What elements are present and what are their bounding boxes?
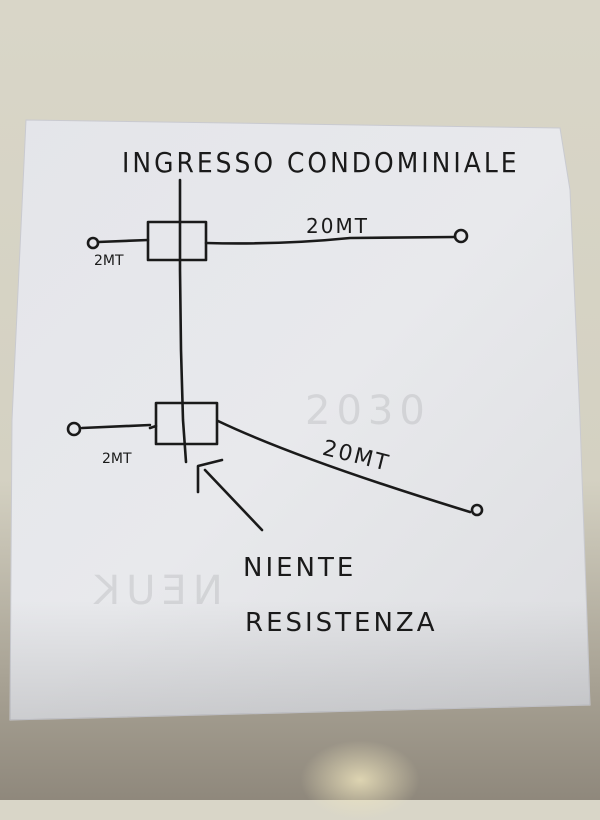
upper-right-terminal	[453, 228, 469, 244]
lower-left-wire	[80, 423, 158, 430]
arrow-head-icon	[196, 458, 224, 494]
lower-junction-box	[154, 401, 219, 446]
lower-left-length-label: 2MT	[102, 451, 132, 467]
lower-right-wire	[216, 419, 472, 514]
diagram-canvas	[9, 119, 591, 721]
diagram-title: INGRESSO CONDOMINIALE	[122, 146, 520, 179]
vertical-riser-line	[178, 178, 188, 464]
upper-left-length-label: 2MT	[94, 253, 124, 269]
lower-right-terminal	[470, 503, 484, 517]
upper-left-wire	[96, 238, 150, 244]
arrow-shaft	[203, 468, 264, 532]
annotation-line-1: NIENTE	[243, 553, 357, 583]
upper-right-wire	[204, 235, 457, 245]
lower-left-terminal	[66, 421, 82, 437]
bleed-through-text-right: 2030	[305, 388, 431, 434]
upper-right-length-label: 20MT	[306, 214, 369, 238]
upper-left-terminal	[86, 236, 100, 250]
bleed-through-text-left: NEUK	[88, 568, 223, 614]
annotation-line-2: RESISTENZA	[245, 608, 438, 638]
paper-sheet: 2030 NEUK INGRESSO CONDOMINIALE 2MT 20MT…	[9, 119, 591, 721]
